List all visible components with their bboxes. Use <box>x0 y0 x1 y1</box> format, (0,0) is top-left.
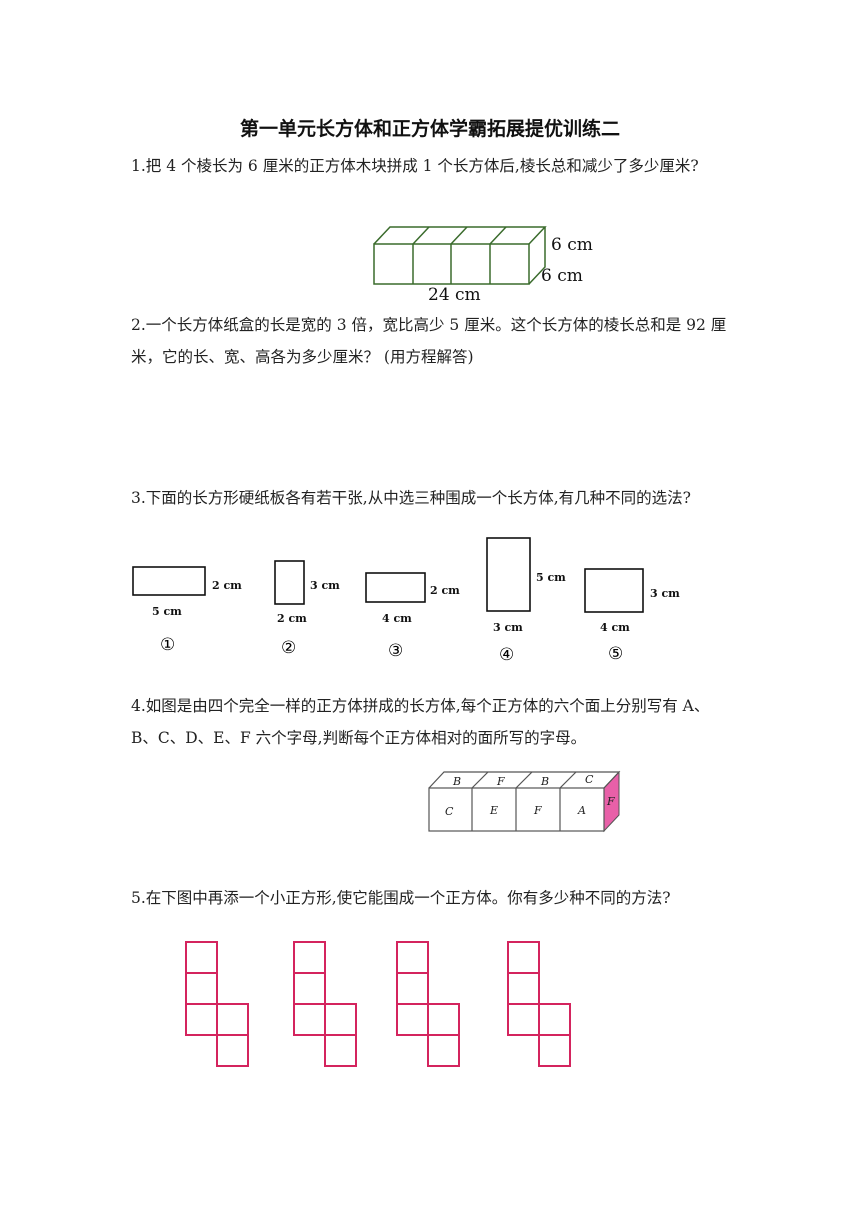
net-square <box>293 972 326 1005</box>
board-4 <box>486 537 531 612</box>
question-2-text: 2.一个长方体纸盒的长是宽的 3 倍，宽比高少 5 厘米。这个长方体的棱长总和是… <box>131 316 727 366</box>
net-square <box>538 1034 571 1067</box>
board-3-bottom: 4 cm <box>382 612 412 625</box>
top-letter-3: B <box>540 775 549 788</box>
cube-net-4 <box>507 941 571 1067</box>
front-letter-4: A <box>577 804 586 817</box>
board-3 <box>365 572 426 603</box>
net-square <box>216 1003 249 1036</box>
board-1-number: ① <box>160 635 175 655</box>
board-1 <box>132 566 206 596</box>
board-5-number: ⑤ <box>608 644 623 664</box>
net-square <box>396 972 429 1005</box>
board-2-number: ② <box>281 638 296 658</box>
question-5-text: 5.在下图中再添一个小正方形,使它能围成一个正方体。你有多少种不同的方法? <box>131 889 671 907</box>
net-square <box>216 1034 249 1067</box>
net-square <box>396 1003 429 1036</box>
net-square <box>293 941 326 974</box>
page-title: 第一单元长方体和正方体学霸拓展提优训练二 <box>239 118 620 140</box>
question-1-text: 1.把 4 个棱长为 6 厘米的正方体木块拼成 1 个长方体后,棱长总和减少了多… <box>131 157 699 175</box>
front-letter-3: F <box>533 804 542 817</box>
net-square <box>293 1003 326 1036</box>
board-5 <box>584 568 644 613</box>
top-letter-2: F <box>496 775 505 788</box>
net-square <box>507 1003 540 1036</box>
net-square <box>185 941 218 974</box>
front-letter-1: C <box>445 805 454 818</box>
board-5-side: 3 cm <box>650 587 680 600</box>
front-letter-2: E <box>489 804 498 817</box>
board-3-number: ③ <box>388 641 403 661</box>
net-square <box>427 1003 460 1036</box>
net-square <box>324 1034 357 1067</box>
question-4-text: 4.如图是由四个完全一样的正方体拼成的长方体,每个正方体的六个面上分别写有 A、… <box>131 697 710 747</box>
board-4-side: 5 cm <box>536 571 566 584</box>
cube-net-1 <box>185 941 249 1067</box>
net-square <box>538 1003 571 1036</box>
depth-label: 6 cm <box>541 266 583 286</box>
top-letter-1: B <box>452 775 461 788</box>
length-label: 24 cm <box>428 285 481 305</box>
board-2-side: 3 cm <box>310 579 340 592</box>
board-1-bottom: 5 cm <box>152 605 182 618</box>
net-square <box>427 1034 460 1067</box>
height-label: 6 cm <box>551 235 593 255</box>
board-2 <box>274 560 305 605</box>
board-2-bottom: 2 cm <box>277 612 307 625</box>
board-1-side: 2 cm <box>212 579 242 592</box>
net-square <box>507 941 540 974</box>
top-letter-4: C <box>585 773 594 786</box>
board-4-bottom: 3 cm <box>493 621 523 634</box>
cube-net-2 <box>293 941 357 1067</box>
net-square <box>185 1003 218 1036</box>
question-3-text: 3.下面的长方形硬纸板各有若干张,从中选三种围成一个长方体,有几种不同的选法? <box>131 489 691 507</box>
net-square <box>396 941 429 974</box>
side-letter: F <box>606 795 615 808</box>
cube-net-3 <box>396 941 460 1067</box>
board-4-number: ④ <box>499 645 514 665</box>
net-square <box>185 972 218 1005</box>
board-3-side: 2 cm <box>430 584 460 597</box>
board-5-bottom: 4 cm <box>600 621 630 634</box>
net-square <box>507 972 540 1005</box>
net-square <box>324 1003 357 1036</box>
